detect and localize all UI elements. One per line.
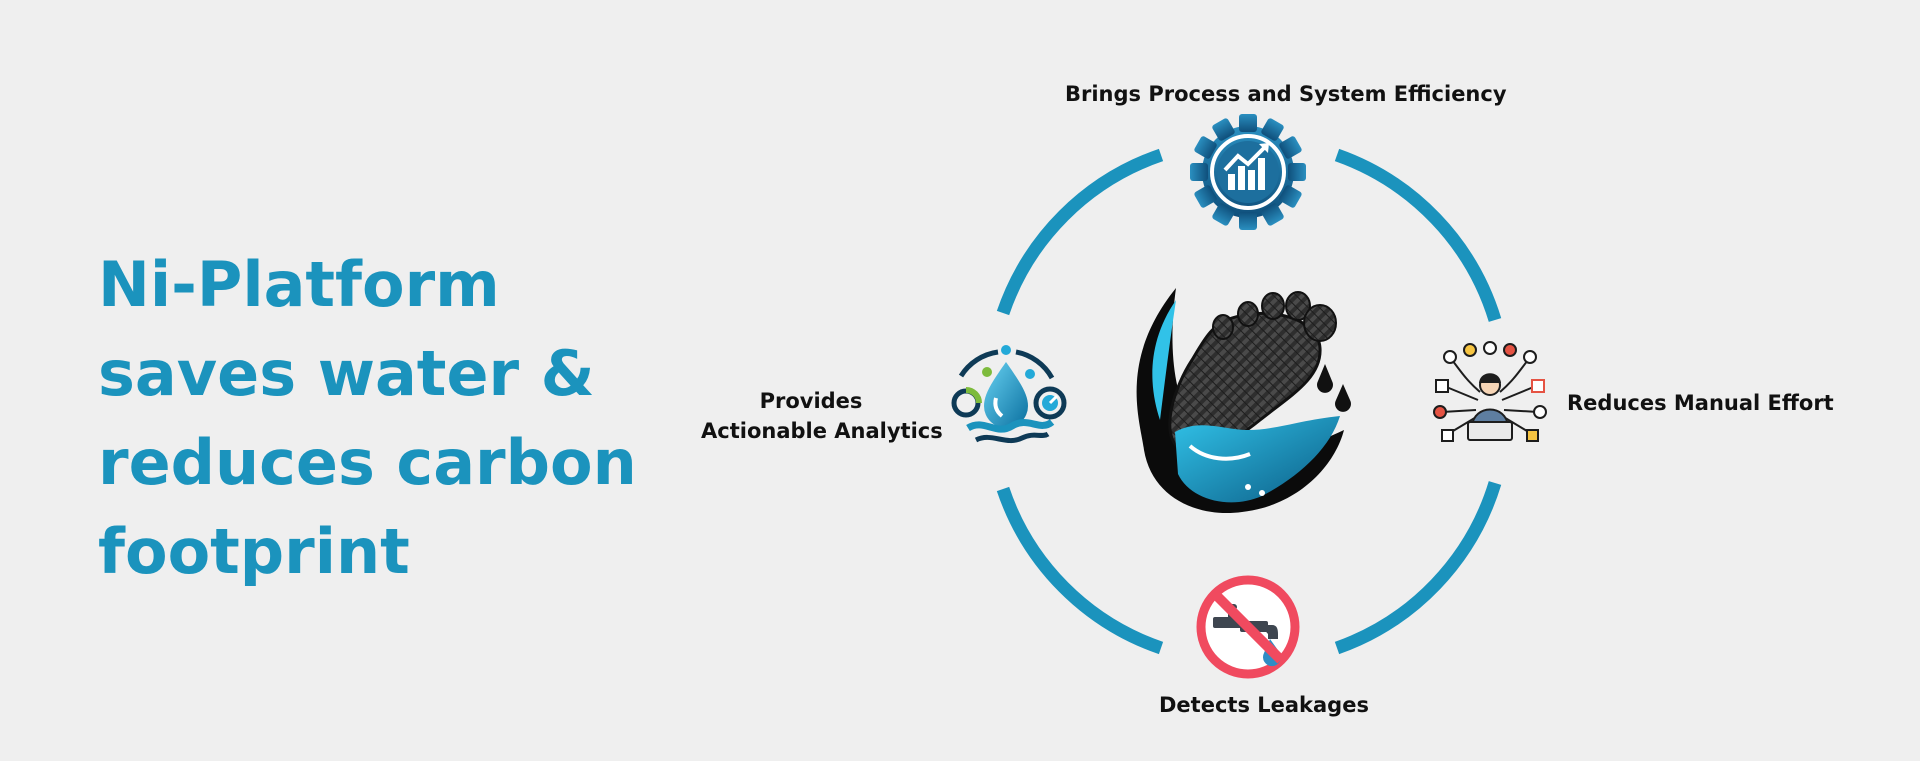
ring-arc-bottom-left bbox=[1003, 489, 1161, 648]
gear-growth-chart-icon bbox=[1190, 114, 1306, 230]
label-reduces-manual-effort: Reduces Manual Effort bbox=[1567, 388, 1834, 418]
no-dripping-tap-icon bbox=[1201, 580, 1295, 674]
label-actionable-analytics-line-1: Provides bbox=[701, 386, 921, 416]
label-actionable-analytics-line-2: Actionable Analytics bbox=[701, 416, 921, 446]
label-detects-leakages: Detects Leakages bbox=[1159, 690, 1369, 720]
ring-arc-top-left bbox=[1003, 155, 1161, 313]
ring-arc-bottom-right bbox=[1337, 483, 1495, 648]
water-analytics-icon bbox=[954, 345, 1064, 441]
label-actionable-analytics: Provides Actionable Analytics bbox=[701, 386, 921, 446]
ring-arc-top-right bbox=[1337, 155, 1495, 320]
label-process-efficiency: Brings Process and System Efficiency bbox=[1065, 79, 1507, 109]
multitasking-person-icon bbox=[1434, 342, 1546, 441]
water-drop-footprint-icon bbox=[1137, 288, 1351, 513]
